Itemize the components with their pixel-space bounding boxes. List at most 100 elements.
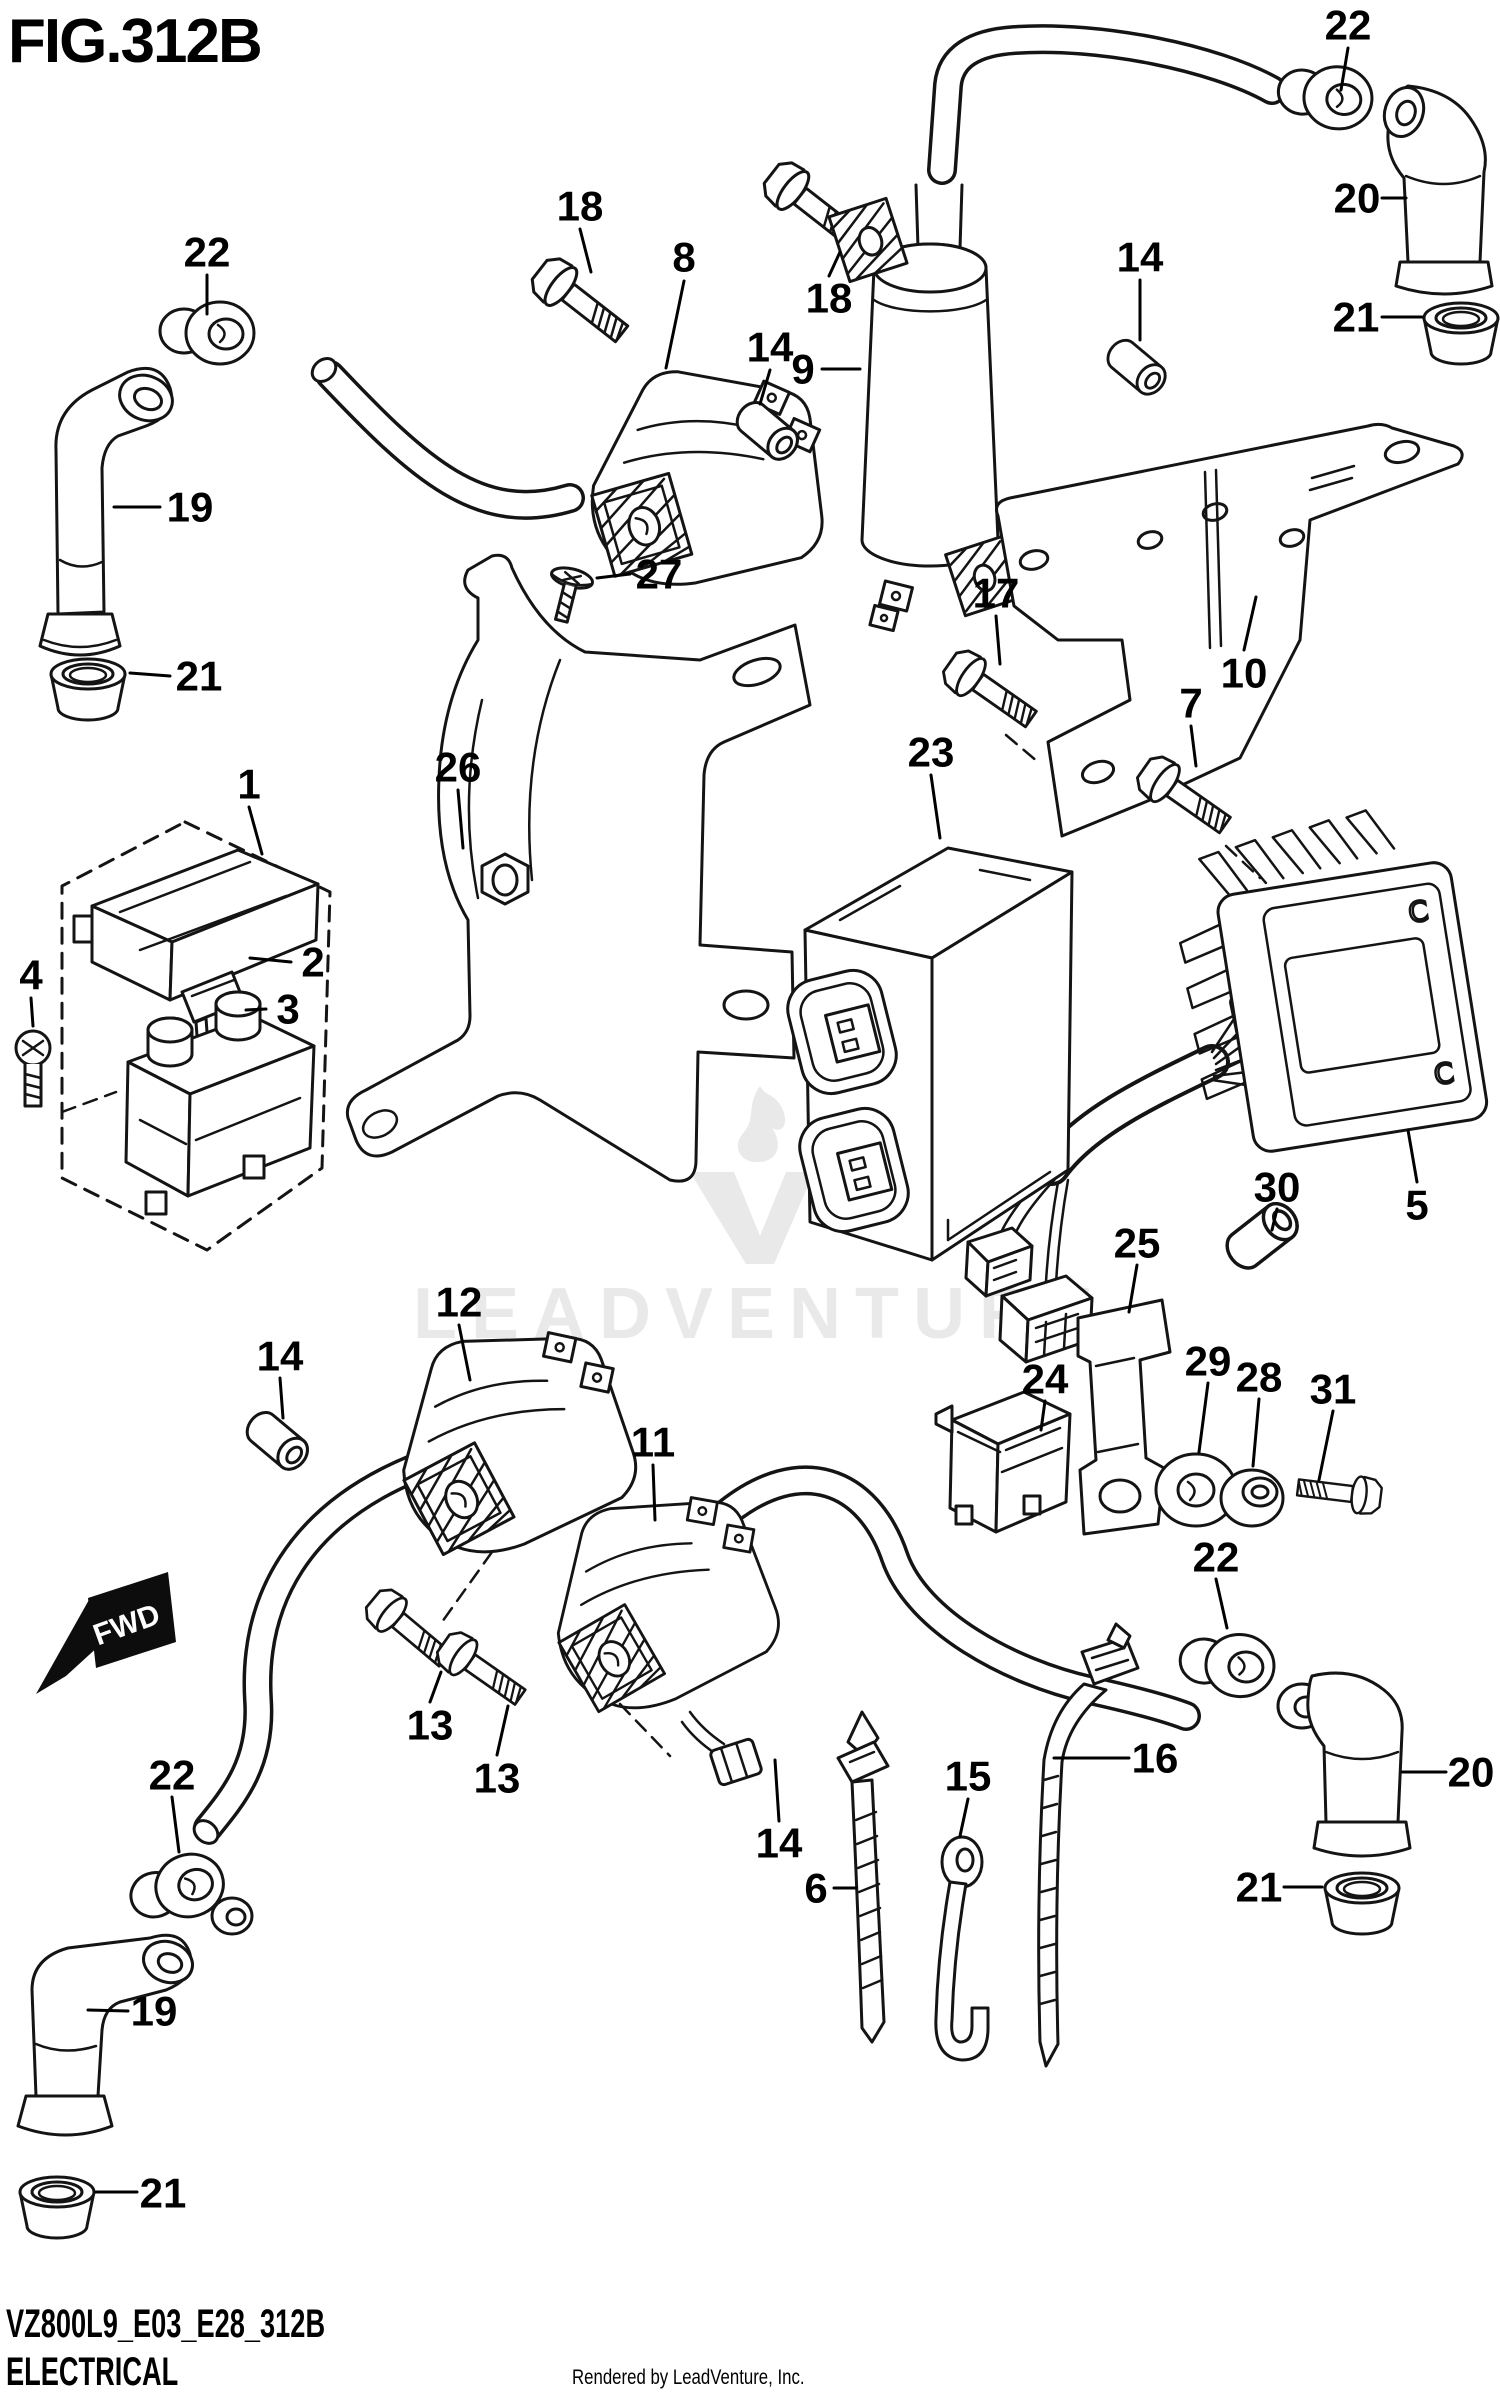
assembly-dash-line — [440, 1550, 494, 1624]
callout-leader-5 — [1406, 1128, 1419, 1184]
assembly-dash-line — [618, 1702, 672, 1758]
part-callout-27[interactable]: 27 — [636, 551, 683, 598]
callout-leader-29 — [1197, 1381, 1210, 1454]
part-callout-3[interactable]: 3 — [276, 986, 299, 1033]
part-callout-2[interactable]: 2 — [301, 939, 324, 986]
part-callout-22[interactable]: 22 — [149, 1752, 196, 1799]
callout-leader-14 — [758, 368, 772, 406]
callout-leader-15 — [958, 1797, 970, 1838]
callout-leader-8 — [664, 279, 686, 370]
ecu-connector-socket — [798, 1106, 910, 1234]
callout-leader-27 — [595, 572, 632, 580]
plug-cap-seal-ring — [1323, 1871, 1401, 1936]
callout-leader-18 — [578, 227, 593, 274]
part-callout-25[interactable]: 25 — [1114, 1220, 1161, 1267]
part-callout-14[interactable]: 14 — [1117, 234, 1164, 281]
joint-rubber-cap-rear-right — [1273, 59, 1377, 134]
callout-leader-13 — [428, 1670, 443, 1704]
part-callout-30[interactable]: 30 — [1254, 1164, 1301, 1211]
cable-tie-6 — [836, 1710, 890, 2044]
callout-leader-14 — [278, 1376, 285, 1420]
harness-connector-large — [998, 1274, 1094, 1364]
bolt-31 — [1294, 1467, 1385, 1517]
part-callout-22[interactable]: 22 — [1325, 2, 1372, 49]
spark-plug-cap-front-left — [38, 367, 174, 722]
part-callout-21[interactable]: 21 — [176, 653, 223, 700]
relay-24 — [934, 1390, 1072, 1534]
part-callout-10[interactable]: 10 — [1221, 650, 1268, 697]
part-callout-14[interactable]: 14 — [747, 324, 794, 371]
part-callout-13[interactable]: 13 — [407, 1702, 454, 1749]
callout-leader-26 — [456, 788, 465, 850]
callout-leader-11 — [651, 1463, 657, 1522]
part-callout-18[interactable]: 18 — [557, 183, 604, 230]
callout-leader-21 — [128, 671, 172, 678]
terminal-screw-4 — [14, 1029, 52, 1108]
part-callout-5[interactable]: 5 — [1405, 1182, 1428, 1229]
part-callout-24[interactable]: 24 — [1022, 1356, 1069, 1403]
collar-nut-28 — [1219, 1468, 1285, 1528]
ignition-coil-front — [581, 362, 838, 601]
part-callout-4[interactable]: 4 — [19, 952, 43, 999]
part-callout-22[interactable]: 22 — [184, 229, 231, 276]
watermark-flame-icon — [737, 1086, 786, 1163]
plug-cap-seal-ring — [18, 2175, 96, 2240]
part-callout-6[interactable]: 6 — [804, 1865, 827, 1912]
part-callout-16[interactable]: 16 — [1132, 1735, 1179, 1782]
relay-cover-2 — [72, 848, 320, 1002]
part-callout-20[interactable]: 20 — [1448, 1749, 1495, 1796]
callout-leader-7 — [1189, 724, 1198, 768]
callout-leader-10 — [1242, 595, 1258, 652]
part-callout-14[interactable]: 14 — [257, 1333, 304, 1380]
part-callout-31[interactable]: 31 — [1310, 1366, 1357, 1413]
watermark-v-icon — [690, 1172, 814, 1264]
ignition-coil-11 — [539, 1486, 790, 1720]
part-callout-22[interactable]: 22 — [1193, 1534, 1240, 1581]
part-callout-14[interactable]: 14 — [756, 1820, 803, 1867]
part-callout-12[interactable]: 12 — [436, 1279, 483, 1326]
part-callout-11[interactable]: 11 — [631, 1419, 675, 1466]
part-callout-9[interactable]: 9 — [791, 346, 814, 393]
callout-leader-19 — [86, 2008, 130, 2013]
ecu-connector-socket — [786, 968, 898, 1096]
part-callout-21[interactable]: 21 — [1333, 294, 1380, 341]
part-callout-19[interactable]: 19 — [167, 484, 214, 531]
part-callout-20[interactable]: 20 — [1334, 175, 1381, 222]
plug-cap-seal-ring — [49, 657, 127, 722]
part-callout-17[interactable]: 17 — [973, 570, 1020, 617]
callout-leader-17 — [994, 614, 1002, 666]
callout-leader-12 — [457, 1323, 472, 1382]
part-callout-23[interactable]: 23 — [908, 729, 955, 776]
coil-bracket-26 — [345, 553, 812, 1183]
part-callout-21[interactable]: 21 — [1236, 1864, 1283, 1911]
plug-cap-seal-ring — [1422, 301, 1500, 366]
part-callout-13[interactable]: 13 — [474, 1755, 521, 1802]
part-callout-18[interactable]: 18 — [806, 275, 853, 322]
catalog-code: VZ800L9_E03_E28_312B — [6, 2302, 326, 2346]
part-callout-8[interactable]: 8 — [672, 234, 695, 281]
ignition-coil-rear — [827, 183, 1024, 633]
part-callout-29[interactable]: 29 — [1185, 1338, 1232, 1385]
part-callout-21[interactable]: 21 — [140, 2170, 187, 2217]
callout-leader-13 — [495, 1704, 510, 1757]
part-callout-1[interactable]: 1 — [237, 761, 260, 808]
part-callout-28[interactable]: 28 — [1236, 1354, 1283, 1401]
part-callout-7[interactable]: 7 — [1179, 680, 1202, 727]
assembly-dash-line — [1004, 733, 1040, 764]
coil-mount-bolt-18-left — [523, 250, 638, 354]
part-callout-15[interactable]: 15 — [945, 1753, 992, 1800]
joint-rubber-cap-mid-right — [1176, 1628, 1278, 1701]
callout-leader-22 — [170, 1795, 181, 1854]
ecu-bracket-10 — [995, 422, 1464, 838]
assembly-dash-line — [1224, 844, 1262, 880]
section-title: ELECTRICAL — [6, 2350, 179, 2394]
part-callout-26[interactable]: 26 — [435, 744, 482, 791]
bracket-bolt-17 — [936, 643, 1045, 739]
starter-relay-unit — [124, 990, 316, 1216]
callout-leader-30 — [1270, 1207, 1279, 1232]
ecu-unit-23 — [786, 846, 1074, 1262]
part-callout-19[interactable]: 19 — [131, 1988, 178, 2035]
coil-spacer-14 — [239, 1405, 316, 1477]
